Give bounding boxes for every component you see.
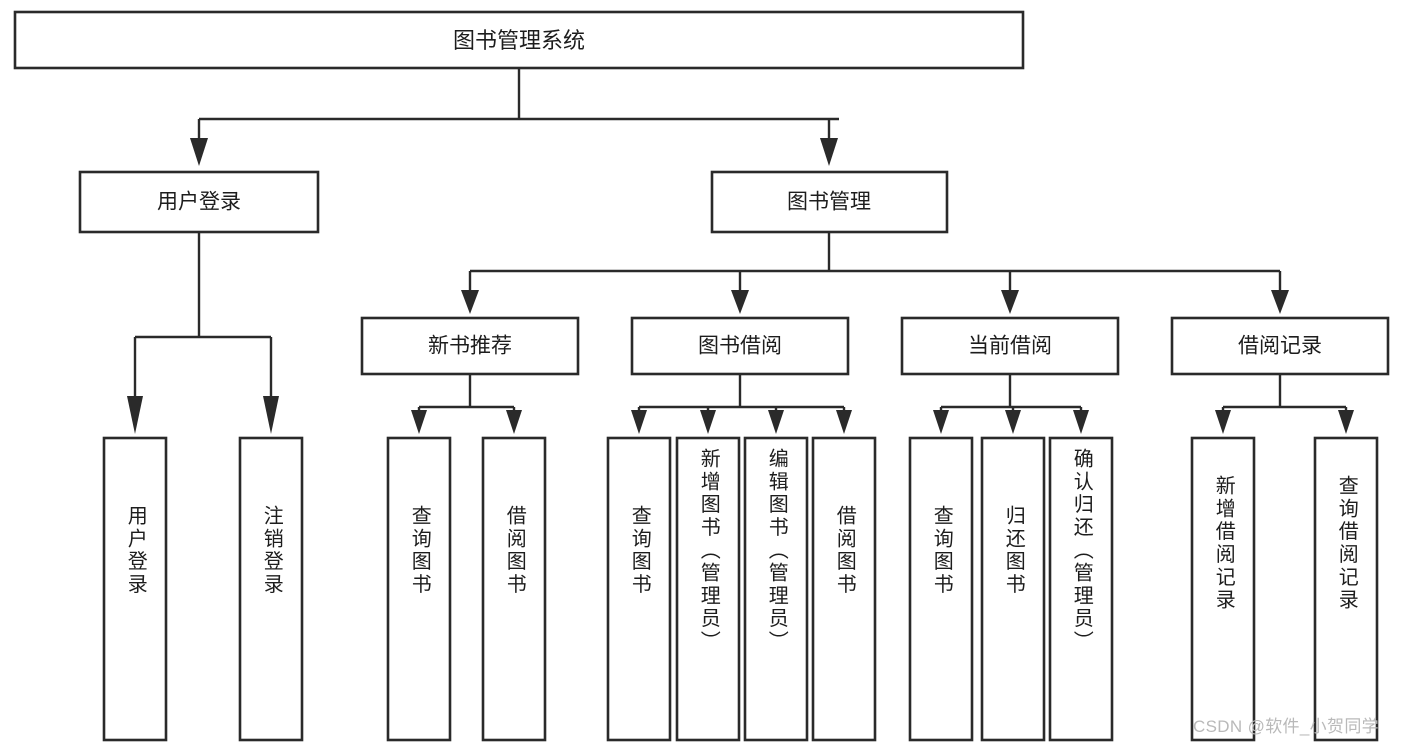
node-book-management-label: 图书管理 bbox=[787, 191, 871, 214]
node-current-borrow-label: 当前借阅 bbox=[968, 335, 1052, 358]
arrowhead-icon-leaf-query-book-3 bbox=[933, 410, 949, 434]
leaf-node-group bbox=[102, 436, 1379, 742]
node-borrow-record-label: 借阅记录 bbox=[1238, 335, 1322, 358]
node-user-login-label: 用户登录 bbox=[157, 191, 241, 214]
arrowhead-icon-leaf-confirm-return bbox=[1073, 410, 1089, 434]
node-borrow-record[interactable]: 借阅记录 bbox=[1170, 316, 1390, 376]
arrowhead-icon-leaf-user-login bbox=[127, 396, 143, 434]
arrowhead-icon-user-login bbox=[190, 138, 208, 166]
leaf-box-add-book[interactable] bbox=[675, 436, 741, 742]
leaf-box-confirm-return[interactable] bbox=[1048, 436, 1114, 742]
node-user-login-box bbox=[78, 170, 320, 234]
node-new-book-recommend-box bbox=[360, 316, 580, 376]
node-root-system[interactable]: 图书管理系统 bbox=[13, 10, 1025, 70]
csdn-watermark: CSDN @软件_小贺同学 bbox=[1193, 717, 1380, 736]
node-new-book-recommend[interactable]: 新书推荐 bbox=[360, 316, 580, 376]
leaf-box-query-book-3[interactable] bbox=[908, 436, 974, 742]
node-new-book-recommend-label: 新书推荐 bbox=[428, 335, 512, 358]
leaf-box-borrow-book-2[interactable] bbox=[811, 436, 877, 742]
node-book-borrow-box bbox=[630, 316, 850, 376]
leaf-box-query-book-1[interactable] bbox=[386, 436, 452, 742]
leaf-box-add-record[interactable] bbox=[1190, 436, 1256, 742]
node-user-login[interactable]: 用户登录 bbox=[78, 170, 320, 234]
arrowhead-icon-book-mgmt bbox=[820, 138, 838, 166]
leaf-box-query-book-2[interactable] bbox=[606, 436, 672, 742]
leaf-box-logout[interactable] bbox=[238, 436, 304, 742]
arrowhead-icon-leaf-add-record bbox=[1215, 410, 1231, 434]
connector-group-newbook bbox=[411, 374, 522, 434]
arrowhead-icon-leaf-edit-book bbox=[768, 410, 784, 434]
arrowhead-icon-leaf-query-book-2 bbox=[631, 410, 647, 434]
arrowhead-icon-leaf-borrow-book-2 bbox=[836, 410, 852, 434]
arrowhead-icon-leaf-return-book bbox=[1005, 410, 1021, 434]
node-book-borrow[interactable]: 图书借阅 bbox=[630, 316, 850, 376]
connector-group-borrow bbox=[631, 374, 852, 434]
connector-group-root bbox=[190, 68, 839, 166]
node-book-borrow-label: 图书借阅 bbox=[698, 335, 782, 358]
arrowhead-icon-leaf-query-book-1 bbox=[411, 410, 427, 434]
arrowhead-icon-leaf-borrow-book-1 bbox=[506, 410, 522, 434]
arrowhead-icon-leaf-logout bbox=[263, 396, 279, 434]
leaf-box-query-record[interactable] bbox=[1313, 436, 1379, 742]
arrowhead-icon-record bbox=[1271, 290, 1289, 314]
connector-group-record bbox=[1215, 374, 1354, 434]
connector-group-user-login bbox=[127, 232, 279, 434]
arrowhead-icon-borrow bbox=[731, 290, 749, 314]
node-current-borrow[interactable]: 当前借阅 bbox=[900, 316, 1120, 376]
node-root-system-box bbox=[13, 10, 1025, 70]
leaf-box-borrow-book-1[interactable] bbox=[481, 436, 547, 742]
node-book-management-box bbox=[710, 170, 949, 234]
node-borrow-record-box bbox=[1170, 316, 1390, 376]
arrowhead-icon-current bbox=[1001, 290, 1019, 314]
node-root-system-label: 图书管理系统 bbox=[453, 28, 585, 53]
node-book-management[interactable]: 图书管理 bbox=[710, 170, 949, 234]
arrowhead-icon-leaf-add-book bbox=[700, 410, 716, 434]
arrowhead-icon-newbook bbox=[461, 290, 479, 314]
connector-group-current bbox=[933, 374, 1089, 434]
arrowhead-icon-leaf-query-record bbox=[1338, 410, 1354, 434]
leaf-box-edit-book[interactable] bbox=[743, 436, 809, 742]
leaf-box-user-login[interactable] bbox=[102, 436, 168, 742]
leaf-box-return-book[interactable] bbox=[980, 436, 1046, 742]
connector-group-book-mgmt bbox=[461, 232, 1289, 314]
node-current-borrow-box bbox=[900, 316, 1120, 376]
